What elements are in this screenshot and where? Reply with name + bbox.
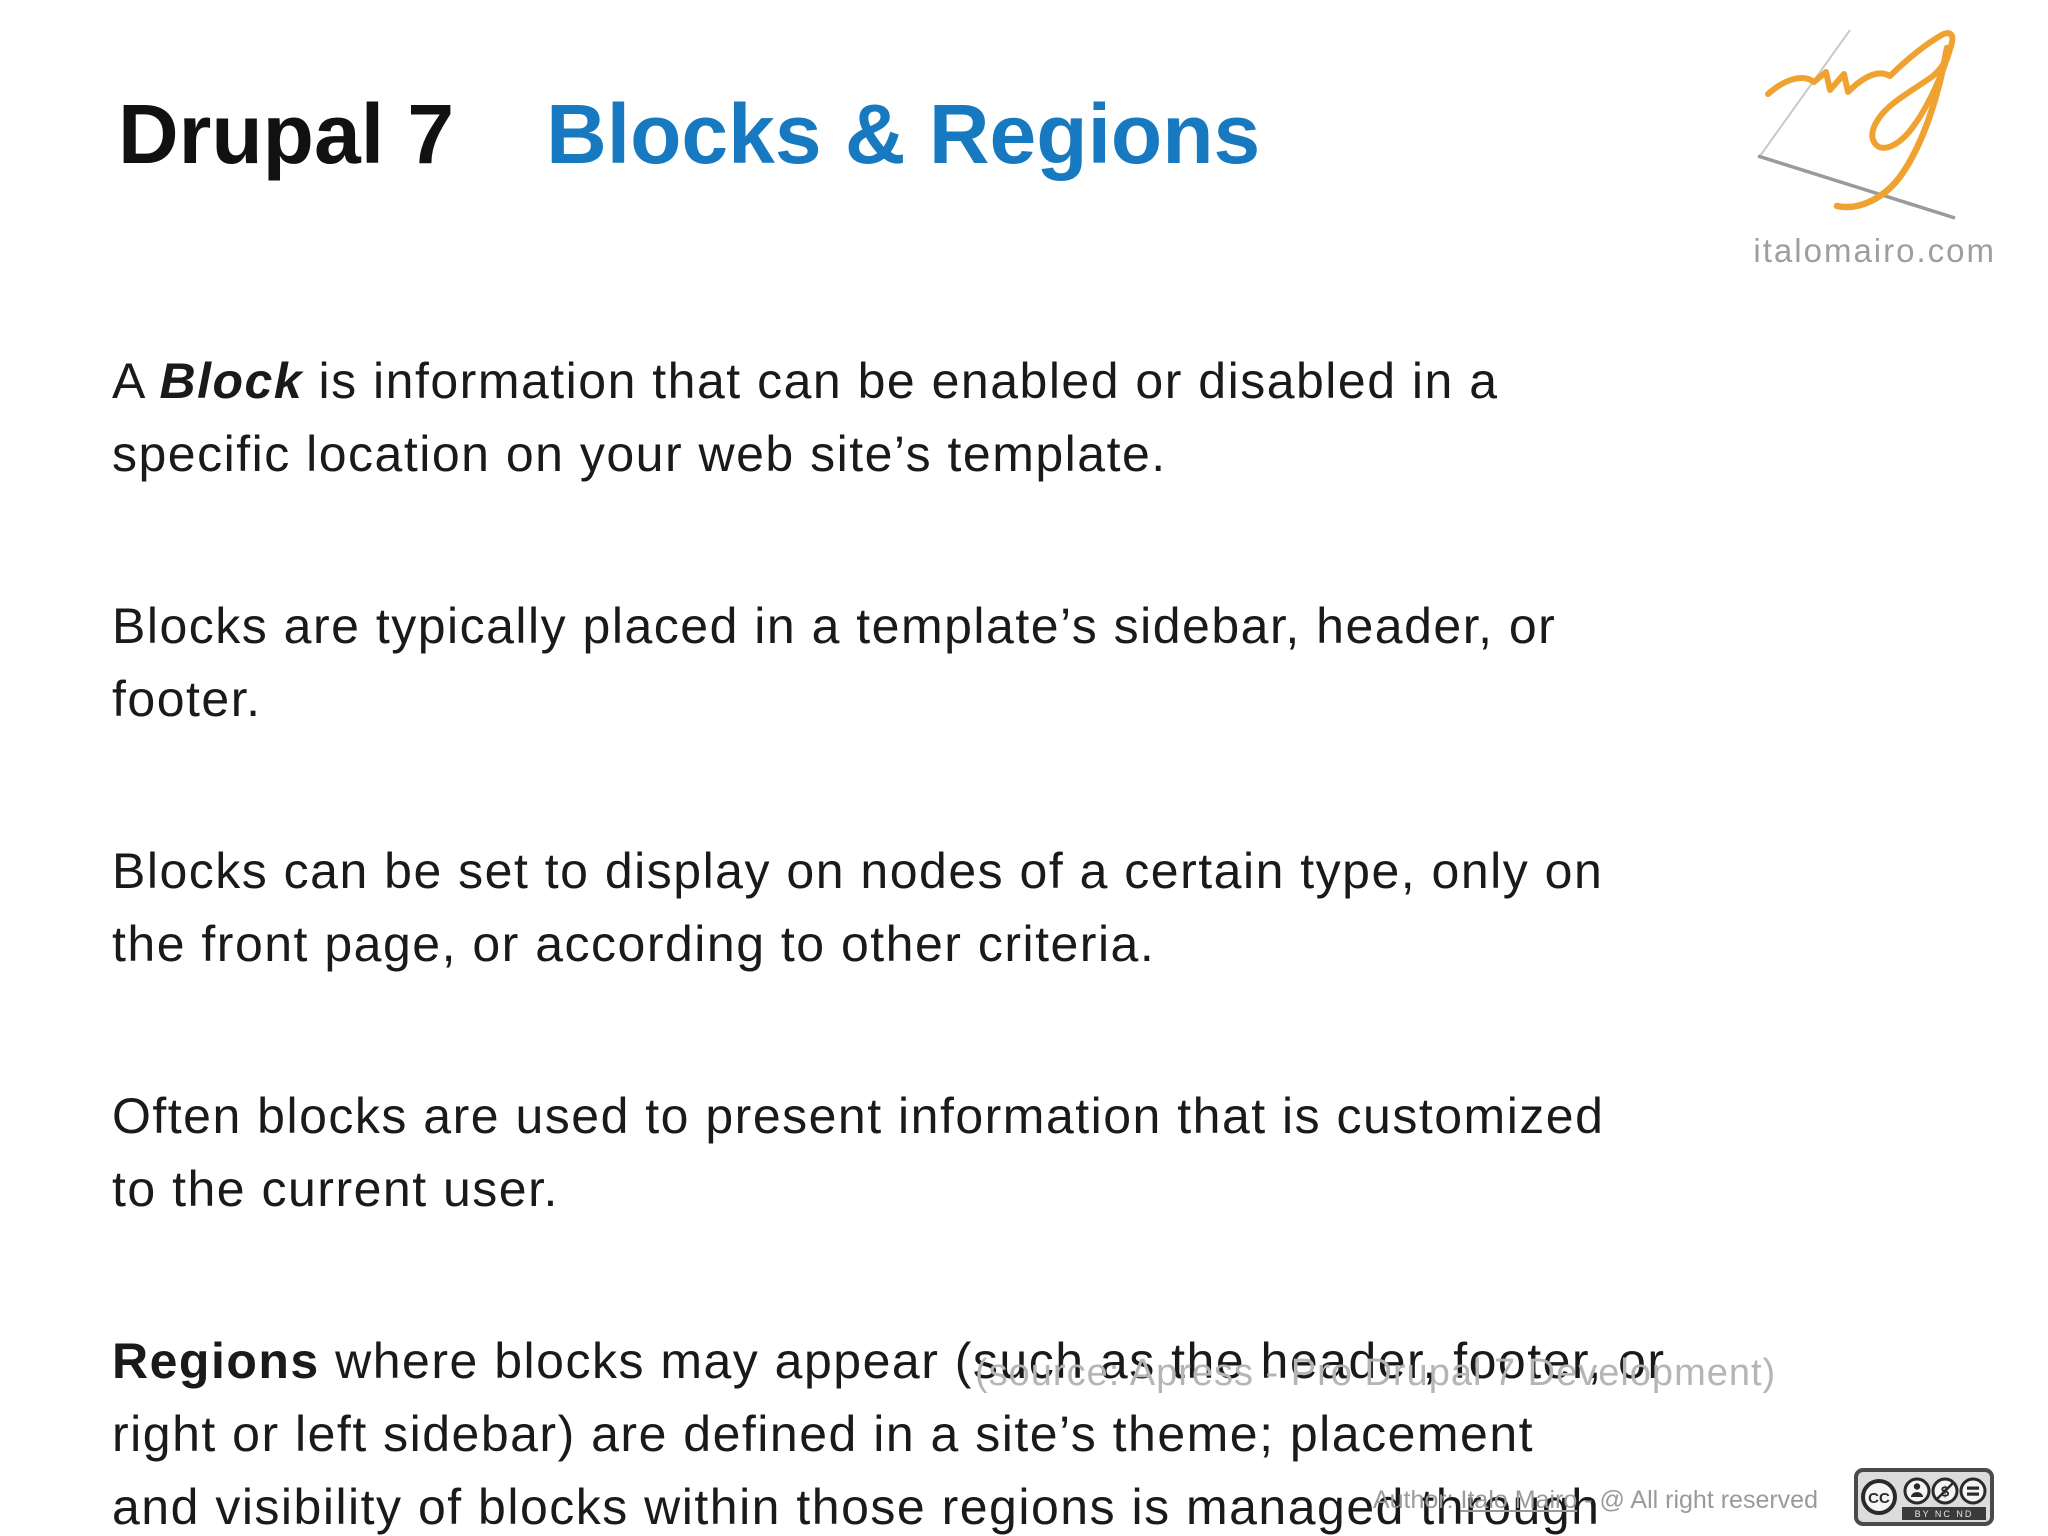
title-blocks-regions: Blocks & Regions bbox=[546, 87, 1261, 181]
title-drupal7: Drupal 7 bbox=[118, 87, 455, 181]
slide-title: Drupal 7 Blocks & Regions bbox=[118, 86, 1260, 183]
paragraph-blocks-display: Blocks can be set to display on nodes of… bbox=[112, 843, 1604, 972]
slide-body: A Block is information that can be enabl… bbox=[112, 272, 1862, 1536]
logo-site-url: italomairo.com bbox=[1753, 232, 1996, 269]
cc-by-nc-nd-icon: CC $ BY NC ND bbox=[1854, 1468, 1994, 1526]
paragraph-blocks-customized: Often blocks are used to present informa… bbox=[112, 1088, 1605, 1217]
p5-post: where blocks may appear (such as the hea… bbox=[112, 1333, 1666, 1535]
author-line: Author: Italo Mairo - @ All right reserv… bbox=[1373, 1486, 1818, 1515]
italomairo-logo bbox=[1740, 10, 2000, 270]
p5-bold-regions: Regions bbox=[112, 1333, 320, 1389]
p1-bold-block: Block bbox=[159, 353, 304, 409]
author-name-link[interactable]: Italo Mairo bbox=[1460, 1486, 1578, 1514]
p1-pre: A bbox=[112, 353, 160, 409]
cc-labels: BY NC ND bbox=[1915, 1509, 1974, 1519]
signature-logo-icon bbox=[1757, 29, 1956, 220]
paragraph-blocks-placement: Blocks are typically placed in a templat… bbox=[112, 598, 1557, 727]
author-label: Author: bbox=[1372, 1486, 1461, 1514]
p1-post: is information that can be enabled or di… bbox=[112, 353, 1499, 482]
source-attribution: (source: Apress - Pro Drupal 7 Developme… bbox=[975, 1352, 1777, 1394]
paragraph-regions: Regions where blocks may appear (such as… bbox=[112, 1325, 1862, 1536]
paragraph-block-definition: A Block is information that can be enabl… bbox=[112, 345, 1862, 491]
author-rights: - @ All right reserved bbox=[1577, 1486, 1818, 1514]
cc-license-badge: CC $ BY NC ND bbox=[1854, 1468, 1994, 1526]
svg-text:CC: CC bbox=[1868, 1490, 1890, 1507]
